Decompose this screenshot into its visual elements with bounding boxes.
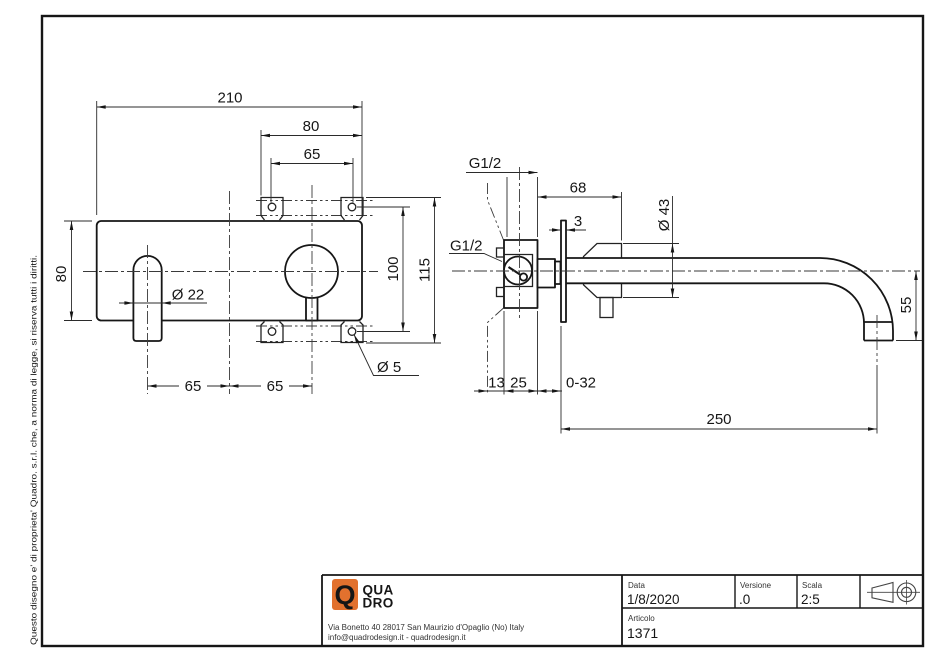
date-label: Data — [628, 581, 645, 590]
dimension-arrows — [69, 105, 437, 388]
side-centerlines — [452, 167, 920, 362]
dim-hole-row-spacing: 100 — [385, 256, 402, 281]
dim-spout-drop: 55 — [898, 297, 915, 314]
date-value: 1/8/2020 — [627, 592, 680, 607]
screw-hole — [347, 327, 357, 336]
dim-screw-hole-diameter: Ø 5 — [377, 359, 401, 376]
side-view: G1/2 G1/2 68 3 Ø 43 55 250 13 25 0-32 — [449, 155, 922, 434]
dim-inlet-depth: 13 — [488, 374, 505, 391]
scale-label: Scala — [802, 581, 823, 590]
dim-front-hole-spacing: 65 — [304, 146, 321, 163]
inlet-stub-bottom — [495, 286, 505, 298]
dim-front-total-width: 210 — [217, 90, 242, 107]
company-address: Via Bonetto 40 28017 San Maurizio d'Opag… — [328, 623, 524, 632]
dim-inlet-thread: G1/2 — [450, 238, 483, 255]
drawing-frame — [40, 14, 925, 648]
article-label: Articolo — [628, 614, 655, 623]
screw-hole — [347, 202, 357, 212]
dim-spout-length: 250 — [706, 411, 731, 428]
dim-front-bracket-width: 80 — [303, 118, 320, 135]
spout-side — [566, 257, 894, 342]
front-dimensions: 210 80 65 80 Ø 22 65 65 Ø 5 100 115 — [53, 90, 441, 395]
screw-hole — [267, 327, 277, 336]
dim-top-thread: G1/2 — [469, 155, 502, 172]
dim-handle-offset: 65 — [267, 378, 284, 395]
front-phantom-lines — [256, 200, 374, 342]
scale-value: 2:5 — [801, 592, 820, 607]
logo-q-icon: Q — [334, 580, 355, 610]
body-extension — [536, 258, 556, 289]
logo-mark-background — [332, 579, 358, 610]
version-label: Versione — [740, 581, 772, 590]
screw-hole — [267, 202, 277, 212]
dim-bracket-height: 115 — [417, 258, 434, 282]
side-dimensions: G1/2 G1/2 68 3 Ø 43 55 250 13 25 0-32 — [449, 155, 922, 434]
dim-plate-thickness: 3 — [574, 213, 582, 230]
projection-symbol-icon — [867, 580, 920, 605]
version-value: .0 — [739, 592, 750, 607]
logo-word-bottom: DRO — [363, 596, 394, 611]
set-screw — [599, 296, 614, 319]
mounting-tabs — [260, 196, 364, 344]
front-view: 210 80 65 80 Ø 22 65 65 Ø 5 100 115 — [53, 90, 441, 395]
escutcheon-bottom — [582, 283, 623, 299]
dim-front-plate-height: 80 — [53, 266, 70, 283]
quadro-logo: Q QUA DRO — [332, 579, 394, 611]
dim-spout-offset: 65 — [185, 378, 202, 395]
dim-body-depth: 25 — [510, 374, 527, 391]
front-centerlines — [83, 185, 378, 394]
article-value: 1371 — [627, 625, 658, 641]
escutcheon-top — [582, 242, 623, 258]
logo-word-top: QUA — [363, 583, 394, 598]
company-contacts: info@quadrodesign.it - quadrodesign.it — [328, 633, 466, 642]
cartridge-circle — [503, 255, 533, 286]
dim-wall-range: 0-32 — [566, 374, 596, 391]
dim-rough-in-depth: 68 — [570, 180, 587, 197]
dim-spout-diameter: Ø 22 — [172, 287, 205, 304]
dim-escutcheon-diameter: Ø 43 — [656, 199, 673, 232]
title-block: Q QUA DRO Via Bonetto 40 28017 San Mauri… — [321, 574, 923, 646]
dimension-arrows — [478, 170, 918, 431]
inlet-stub-top — [495, 247, 505, 258]
side-phantom-lines — [487, 183, 504, 393]
copyright-note: Questo disegno e' di proprieta' Quadro. … — [29, 255, 39, 645]
connector-ring — [554, 260, 562, 285]
